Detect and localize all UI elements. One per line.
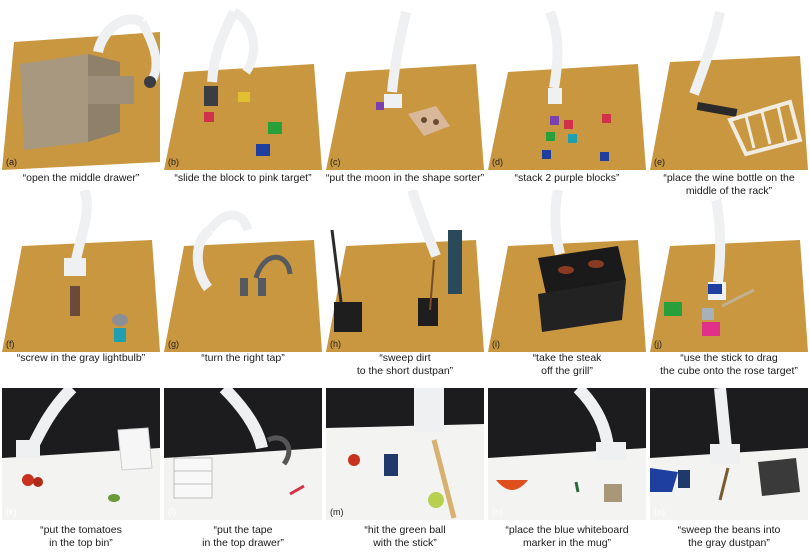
- panel-label: (k): [6, 507, 17, 517]
- scene-tomatoes: [2, 388, 160, 520]
- panel-k: (k): [2, 388, 160, 520]
- panel-label: (m): [330, 507, 344, 517]
- panel-label: (h): [330, 339, 341, 349]
- scene-green-ball: [326, 388, 484, 520]
- scene-marker-mug: [488, 388, 646, 520]
- caption-j: “use the stick to drag the cube onto the…: [660, 352, 798, 377]
- caption-h: “sweep dirt to the short dustpan”: [356, 352, 454, 377]
- caption-d: “stack 2 purple blocks”: [514, 172, 620, 184]
- panel-label: (l): [168, 507, 176, 517]
- panel-l: (l): [164, 388, 322, 520]
- caption-g: “turn the right tap”: [201, 352, 285, 364]
- scene-dustpan: [326, 190, 484, 352]
- panel-label: (b): [168, 157, 179, 167]
- panel-label: (d): [492, 157, 503, 167]
- panel-h: (h): [326, 190, 484, 352]
- scene-shape-sorter: [326, 11, 484, 170]
- caption-e: “place the wine bottle on the middle of …: [663, 172, 795, 197]
- scene-beans-dustpan: [650, 388, 808, 520]
- panel-f: (f): [2, 190, 160, 352]
- caption-i: “take the steak off the grill”: [532, 352, 602, 377]
- panel-label: (i): [492, 339, 500, 349]
- panel-i: (i): [488, 190, 646, 352]
- panel-label: (f): [6, 339, 15, 349]
- panel-label: (a): [6, 157, 17, 167]
- caption-f: “screw in the gray lightbulb”: [16, 352, 146, 364]
- panel-o: (o): [650, 388, 808, 520]
- panel-label: (o): [654, 507, 665, 517]
- panel-g: (g): [164, 190, 322, 352]
- scene-tap: [164, 210, 322, 352]
- scene-stick-cube: [650, 199, 808, 352]
- scene-grill: [488, 190, 646, 352]
- panel-n: (n): [488, 388, 646, 520]
- scene-open-drawer: [2, 14, 160, 170]
- panel-label: (g): [168, 339, 179, 349]
- caption-o: “sweep the beans into the gray dustpan”: [677, 524, 781, 549]
- caption-a: “open the middle drawer”: [22, 172, 140, 184]
- panel-d: (d): [488, 2, 646, 170]
- panel-m: (m): [326, 388, 484, 520]
- caption-c: “put the moon in the shape sorter”: [325, 172, 485, 184]
- panel-e: (e): [650, 2, 808, 170]
- scene-slide-block: [164, 7, 322, 170]
- caption-m: “hit the green ball with the stick”: [364, 524, 446, 549]
- caption-l: “put the tape in the top drawer”: [202, 524, 284, 549]
- scene-wine-rack: [650, 10, 808, 170]
- caption-b: “slide the block to pink target”: [174, 172, 312, 184]
- panel-label: (n): [492, 507, 503, 517]
- scene-tape-drawer: [164, 388, 322, 520]
- caption-n: “place the blue whiteboard marker in the…: [505, 524, 629, 549]
- caption-k: “put the tomatoes in the top bin”: [40, 524, 122, 549]
- panel-j: (j): [650, 190, 808, 352]
- panel-label: (e): [654, 157, 665, 167]
- panel-b: (b): [164, 2, 322, 170]
- panel-label: (c): [330, 157, 341, 167]
- scene-stack-blocks: [488, 10, 646, 170]
- scene-lightbulb: [2, 190, 160, 352]
- panel-a: (a): [2, 2, 160, 170]
- panel-label: (j): [654, 339, 662, 349]
- panel-c: (c): [326, 2, 484, 170]
